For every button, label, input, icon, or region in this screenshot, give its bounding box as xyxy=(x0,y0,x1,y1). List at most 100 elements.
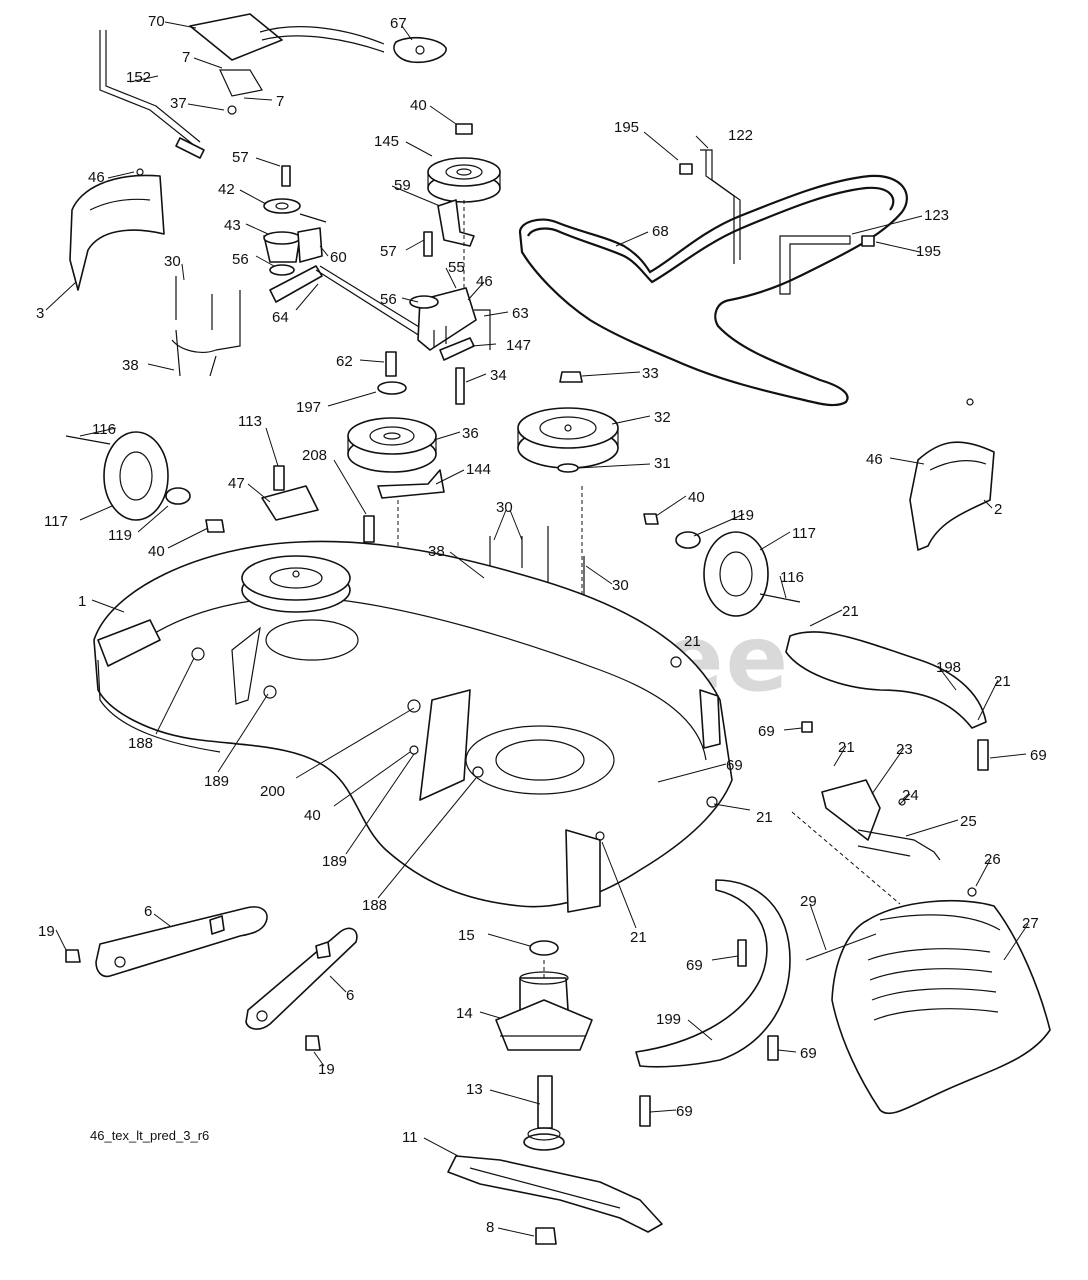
callout-189: 189 xyxy=(322,853,347,870)
chute-spring-assembly xyxy=(791,779,941,905)
chute-mount-bracket-198 xyxy=(785,631,989,771)
callout-40: 40 xyxy=(148,543,165,560)
baffle-199 xyxy=(635,879,791,1127)
belt-guide-rod xyxy=(679,149,875,295)
callout-32: 32 xyxy=(654,409,671,426)
callout-195: 195 xyxy=(614,119,639,136)
callout-57: 57 xyxy=(380,243,397,260)
diagram-reference-code: 46_tex_lt_pred_3_r6 xyxy=(90,1128,209,1143)
small-hardware xyxy=(377,351,465,405)
callout-23: 23 xyxy=(896,741,913,758)
callout-69: 69 xyxy=(726,757,743,774)
callout-67: 67 xyxy=(390,15,407,32)
callout-labels: 70 67 7 152 7 37 40 145 195 122 57 46 42… xyxy=(36,13,1047,1236)
callout-122: 122 xyxy=(728,127,753,144)
callout-47: 47 xyxy=(228,475,245,492)
lift-arm-left xyxy=(65,906,268,978)
idler-pulley-145 xyxy=(427,123,501,203)
callout-21: 21 xyxy=(994,673,1011,690)
callout-144: 144 xyxy=(466,461,491,478)
lift-linkage-assembly xyxy=(99,13,447,159)
callout-30: 30 xyxy=(612,577,629,594)
callout-69: 69 xyxy=(758,723,775,740)
mower-blade xyxy=(447,1155,663,1245)
callout-119: 119 xyxy=(730,507,754,524)
deck-pulley-32 xyxy=(517,371,619,720)
callout-43: 43 xyxy=(224,217,241,234)
callout-57: 57 xyxy=(232,149,249,166)
blade-spindle xyxy=(495,940,593,1151)
callout-56: 56 xyxy=(380,291,397,308)
callout-69: 69 xyxy=(800,1045,817,1062)
callout-147: 147 xyxy=(506,337,531,354)
callout-34: 34 xyxy=(490,367,507,384)
callout-38: 38 xyxy=(122,357,139,374)
drive-belt-68 xyxy=(518,174,908,407)
callout-117: 117 xyxy=(792,525,816,542)
callout-29: 29 xyxy=(800,893,817,910)
callout-19: 19 xyxy=(38,923,55,940)
callout-11: 11 xyxy=(402,1129,418,1146)
callout-21: 21 xyxy=(684,633,701,650)
callout-2: 2 xyxy=(994,501,1002,518)
callout-21: 21 xyxy=(842,603,859,620)
callout-195: 195 xyxy=(916,243,941,260)
callout-55: 55 xyxy=(448,259,465,276)
callout-189: 189 xyxy=(204,773,229,790)
callout-15: 15 xyxy=(458,927,475,944)
callout-119: 119 xyxy=(108,527,132,544)
callout-14: 14 xyxy=(456,1005,473,1022)
callout-21: 21 xyxy=(630,929,647,946)
callout-8: 8 xyxy=(486,1219,494,1236)
callout-36: 36 xyxy=(462,425,479,442)
callout-188: 188 xyxy=(362,897,387,914)
callout-31: 31 xyxy=(654,455,671,472)
callout-116: 116 xyxy=(92,421,116,438)
callout-7: 7 xyxy=(182,49,190,66)
callout-69: 69 xyxy=(686,957,703,974)
callout-68: 68 xyxy=(652,223,669,240)
callout-56: 56 xyxy=(232,251,249,268)
callout-27: 27 xyxy=(1022,915,1039,932)
bracket-47 xyxy=(261,465,319,521)
callout-63: 63 xyxy=(512,305,529,322)
callout-200: 200 xyxy=(260,783,285,800)
callout-1: 1 xyxy=(78,593,86,610)
callout-30: 30 xyxy=(496,499,513,516)
callout-117: 117 xyxy=(44,513,68,530)
callout-24: 24 xyxy=(902,787,919,804)
mower-deck-housing xyxy=(93,540,733,913)
callout-64: 64 xyxy=(272,309,289,326)
leader-lines xyxy=(45,21,1029,1237)
callout-40: 40 xyxy=(304,807,321,824)
left-pins xyxy=(171,276,241,377)
lift-arm-right xyxy=(245,927,358,1051)
callout-62: 62 xyxy=(336,353,353,370)
callout-116: 116 xyxy=(780,569,804,586)
callout-25: 25 xyxy=(960,813,977,830)
callout-40: 40 xyxy=(410,97,427,114)
right-gauge-wheel xyxy=(643,513,801,617)
callout-38: 38 xyxy=(428,543,445,560)
callout-198: 198 xyxy=(936,659,961,676)
callout-42: 42 xyxy=(218,181,235,198)
right-front-bracket xyxy=(909,398,995,551)
callout-33: 33 xyxy=(642,365,659,382)
callout-46: 46 xyxy=(88,169,105,186)
callout-3: 3 xyxy=(36,305,44,322)
left-front-bracket xyxy=(69,168,165,291)
callout-46: 46 xyxy=(476,273,493,290)
idler-bracket xyxy=(409,199,491,361)
callout-188: 188 xyxy=(128,735,153,752)
discharge-chute-27 xyxy=(805,887,1051,1115)
callout-123: 123 xyxy=(924,207,949,224)
callout-197: 197 xyxy=(296,399,321,416)
callout-199: 199 xyxy=(656,1011,681,1028)
callout-40: 40 xyxy=(688,489,705,506)
left-gauge-wheel xyxy=(65,431,225,533)
callout-37: 37 xyxy=(170,95,187,112)
callout-30: 30 xyxy=(164,253,181,270)
callout-21: 21 xyxy=(756,809,773,826)
callout-21: 21 xyxy=(838,739,855,756)
